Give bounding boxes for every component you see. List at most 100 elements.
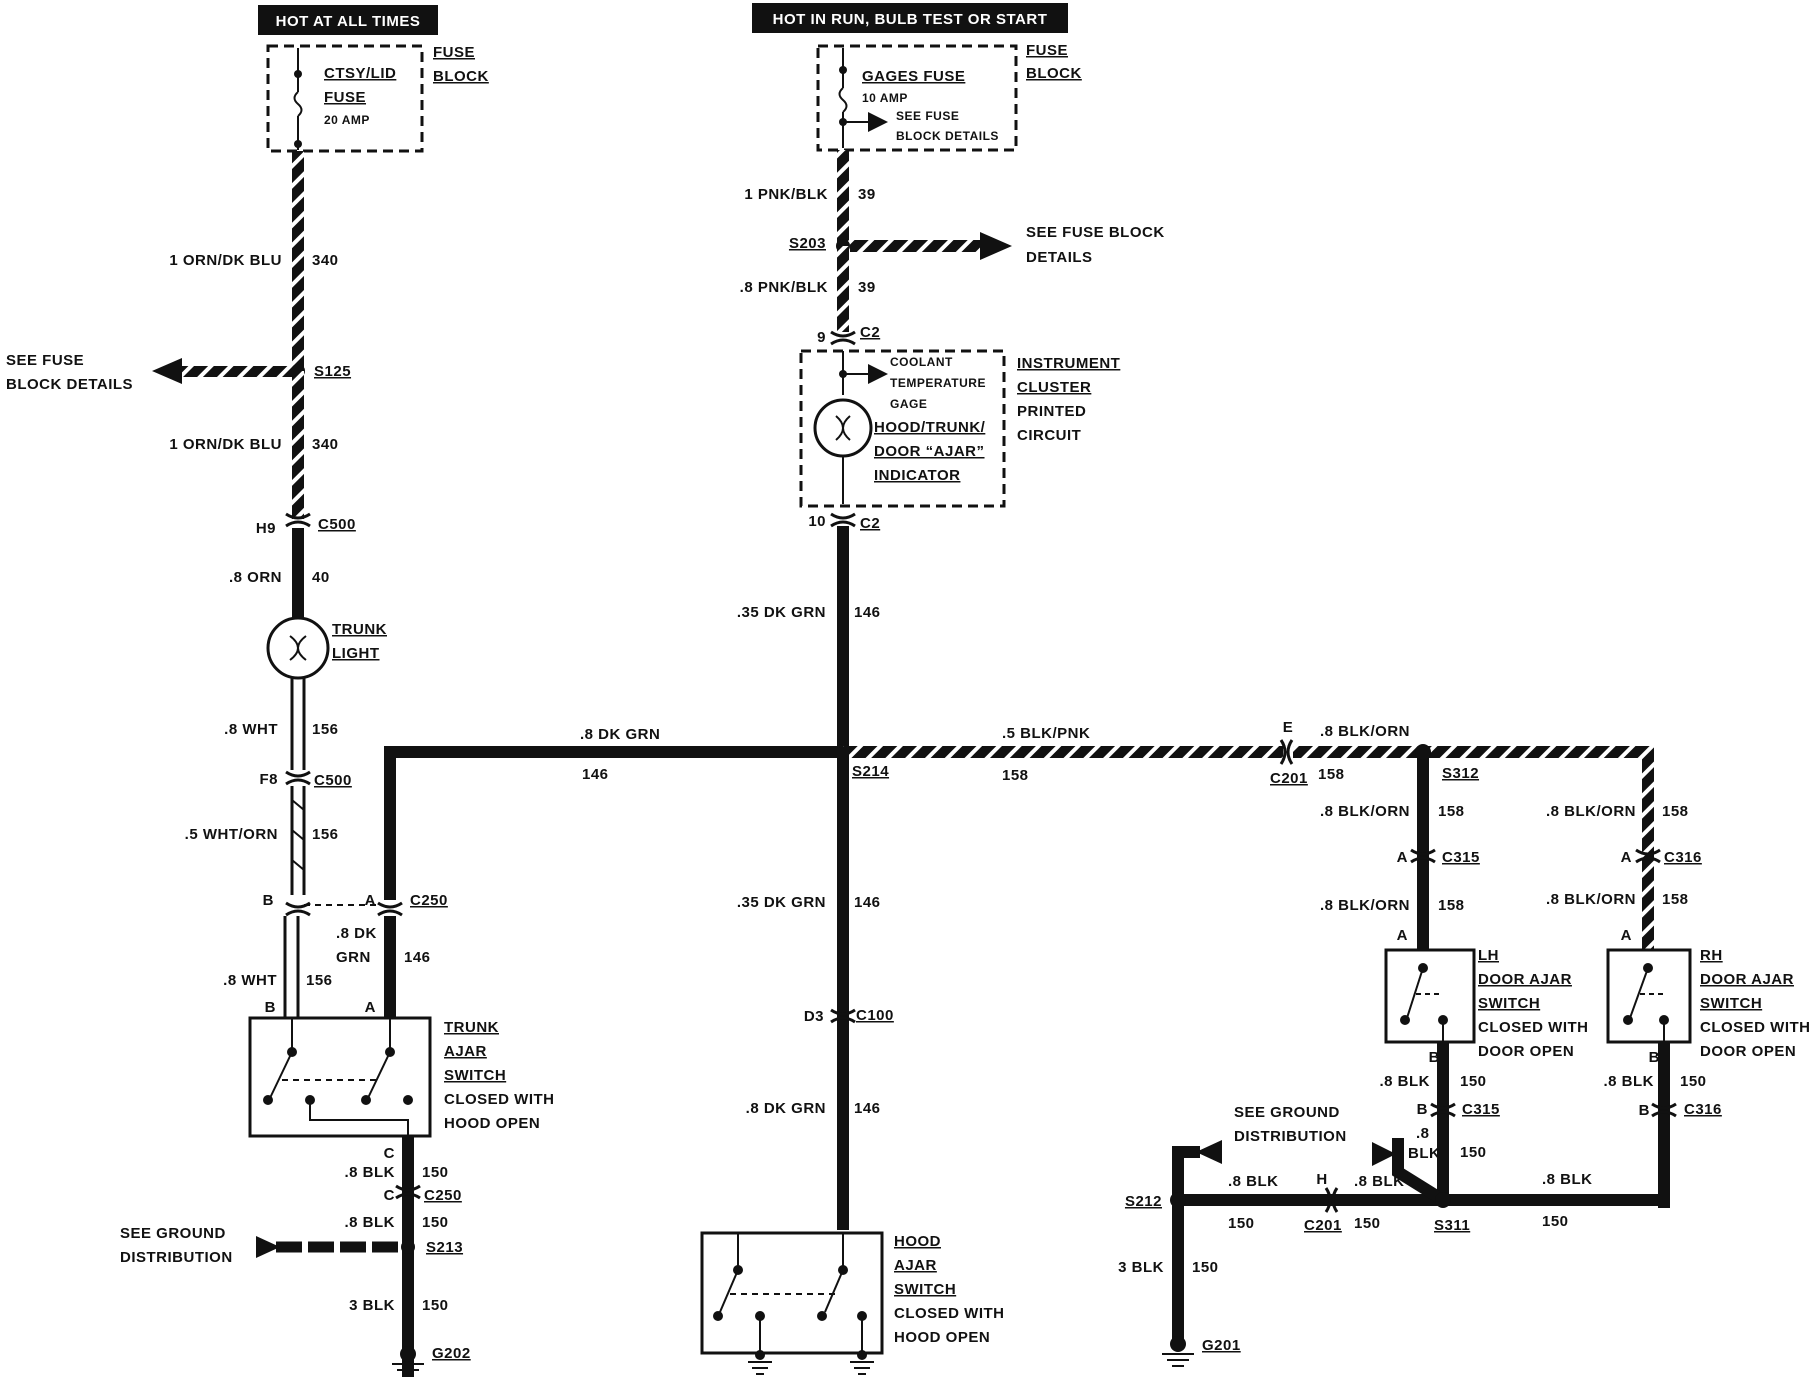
see-ground-bus-1: SEE GROUND: [1234, 1104, 1340, 1121]
connector-c250-a-icon: [377, 901, 403, 917]
hood-ground-icon-2: [850, 1350, 874, 1375]
connector-c2-top-name: C2: [860, 324, 880, 341]
connector-c2-bottom-icon: [830, 512, 856, 528]
fuse-block-label-1: FUSE: [433, 44, 475, 61]
gages-fuse-name: GAGES FUSE: [862, 68, 965, 85]
fuse-icon: [293, 48, 303, 150]
cluster-label-4: CIRCUIT: [1017, 427, 1081, 444]
wire-146-lower-circuit: 146: [854, 894, 881, 911]
wire-3blk-bus: [1172, 1200, 1184, 1340]
wire-146-upper: [837, 526, 849, 752]
trunk-switch-contacts-icon: [263, 1018, 413, 1136]
splice-s213-label: S213: [426, 1239, 463, 1256]
ground-g201-icon: [1162, 1336, 1194, 1367]
wire-150-lh-diagonal: [1392, 1138, 1447, 1206]
see-ground-1: SEE GROUND: [120, 1225, 226, 1242]
banner-hot-in-run-text: HOT IN RUN, BULB TEST OR START: [773, 11, 1048, 28]
hood-switch-group: .35 DK GRN 146 D3 C100 .8 DK GRN 146: [700, 752, 1004, 1375]
see-fuse-block-details-2: DETAILS: [1026, 249, 1093, 266]
wire-40-gauge: .8 ORN: [229, 569, 282, 586]
rh-switch-label-4: CLOSED WITH: [1700, 1019, 1810, 1036]
wire-150-trunk-2-gauge: .8 BLK: [344, 1214, 395, 1231]
see-ground-2: DISTRIBUTION: [120, 1249, 233, 1266]
splice-s125-label: S125: [314, 363, 351, 380]
connector-c250-c-icon: [395, 1184, 421, 1200]
hood-ajar-switch-box: [700, 1231, 884, 1355]
connector-c500-name: C500: [318, 516, 356, 533]
wire-39-upper: [837, 150, 849, 246]
wire-39-upper-circuit: 39: [858, 186, 876, 203]
ajar-indicator-bulb-icon: [813, 398, 873, 504]
wire-156-whtorn-gauge: .5 WHT/ORN: [185, 826, 278, 843]
rh-switch-label-2: DOOR AJAR: [1700, 971, 1794, 988]
connector-c2-bottom-name: C2: [860, 515, 880, 532]
lh-switch-pin-a: A: [1397, 927, 1408, 944]
c250-pin-a: A: [365, 892, 376, 909]
rh-wire-158-a-circuit: 158: [1662, 803, 1689, 820]
splice-s203-label: S203: [789, 235, 826, 252]
c250-pin-b: B: [263, 892, 274, 909]
bus-wire-mid-gauge: .8 BLK: [1354, 1173, 1405, 1190]
trunk-switch-label-4: CLOSED WITH: [444, 1091, 555, 1108]
lh-wire-158-b-gauge: .8 BLK/ORN: [1320, 897, 1410, 914]
rh-wire-150-gauge: .8 BLK: [1603, 1073, 1654, 1090]
connector-c250-b-icon: [285, 901, 311, 917]
rh-switch-label-3: SWITCH: [1700, 995, 1762, 1012]
connector-c201-e-pin: E: [1283, 719, 1294, 736]
wire-3blk-trunk-gauge: 3 BLK: [349, 1297, 395, 1314]
wire-40-circuit: 40: [312, 569, 330, 586]
trunk-switch-label-3: SWITCH: [444, 1067, 506, 1084]
c316-a-name: C316: [1664, 849, 1702, 866]
wire-156-whtorn-circuit: 156: [312, 826, 339, 843]
wire-146-left-run: [384, 746, 843, 900]
lh-switch-label-5: DOOR OPEN: [1478, 1043, 1574, 1060]
ground-g202-label: G202: [432, 1345, 471, 1362]
cluster-label-1: INSTRUMENT: [1017, 355, 1120, 372]
hood-switch-label-2: AJAR: [894, 1257, 937, 1274]
trunk-switch-pin-c: C: [384, 1145, 395, 1162]
c316-a-pin: A: [1621, 849, 1632, 866]
c250-lower-pin: C: [384, 1187, 395, 1204]
banner-hot-at-all-times-text: HOT AT ALL TIMES: [276, 13, 421, 30]
lh-wire-158-b-circuit: 158: [1438, 897, 1465, 914]
connector-c100-name: C100: [856, 1007, 894, 1024]
wire-150-s212-up: [1172, 1146, 1200, 1200]
rh-wire-158-a-gauge: .8 BLK/ORN: [1546, 803, 1636, 820]
trunk-light-bulb-icon: [266, 616, 330, 680]
wire-156-whtorn: [290, 786, 306, 895]
gages-fuse-block-label-1: FUSE: [1026, 42, 1068, 59]
connector-c315-a-icon: [1410, 848, 1436, 864]
hood-switch-contacts-icon: [713, 1233, 867, 1353]
instrument-cluster-box: [799, 349, 1006, 508]
lh-wire-150-2-circuit: 150: [1460, 1144, 1487, 1161]
lh-wire-158-a-gauge: .8 BLK/ORN: [1320, 803, 1410, 820]
wire-150-trunk: [402, 1136, 414, 1376]
wire-158-to-s312: [1293, 746, 1654, 950]
lh-wire-150: [1437, 1042, 1449, 1200]
connector-c100-pin: D3: [804, 1008, 824, 1025]
wire-146-upper-gauge: .35 DK GRN: [737, 604, 826, 621]
connector-c2-top-icon: [830, 330, 856, 346]
bus-wire-mid-circuit: 150: [1354, 1215, 1381, 1232]
wire-146-left-circuit: 146: [582, 766, 609, 783]
trunk-light-label-1: TRUNK: [332, 621, 387, 638]
c201-h-pin: H: [1316, 1171, 1327, 1188]
lh-switch-label-4: CLOSED WITH: [1478, 1019, 1589, 1036]
trunk-switch-group: B A C250 .8 DK GRN 146 .8 WHT 156 B A TR…: [120, 892, 555, 1377]
wire-39-lower-gauge: .8 PNK/BLK: [740, 279, 828, 296]
wire-340-upper-circuit: 340: [312, 252, 339, 269]
wire-150-trunk-2-circuit: 150: [422, 1214, 449, 1231]
gages-fuse-icon: [838, 48, 888, 148]
indicator-label-2: DOOR “AJAR”: [874, 443, 985, 460]
connector-c2-bottom-pin: 10: [808, 513, 826, 530]
connector-c500-lower-pin: F8: [259, 771, 278, 788]
coolant-label-1: COOLANT: [890, 355, 953, 369]
c316-b-name: C316: [1684, 1101, 1722, 1118]
rh-wire-158-b-circuit: 158: [1662, 891, 1689, 908]
rh-wire-150-circuit: 150: [1680, 1073, 1707, 1090]
gages-fuse-block-label-2: BLOCK: [1026, 65, 1082, 82]
see-fuse-details-1: SEE FUSE: [6, 352, 84, 369]
ground-arrow-left-bus-icon: [1372, 1142, 1396, 1166]
wire-40-orn: [292, 528, 304, 618]
rh-door-switch-group: .8 BLK/ORN 158 A C316 .8 BLK/ORN 158 A R…: [1546, 803, 1810, 1208]
